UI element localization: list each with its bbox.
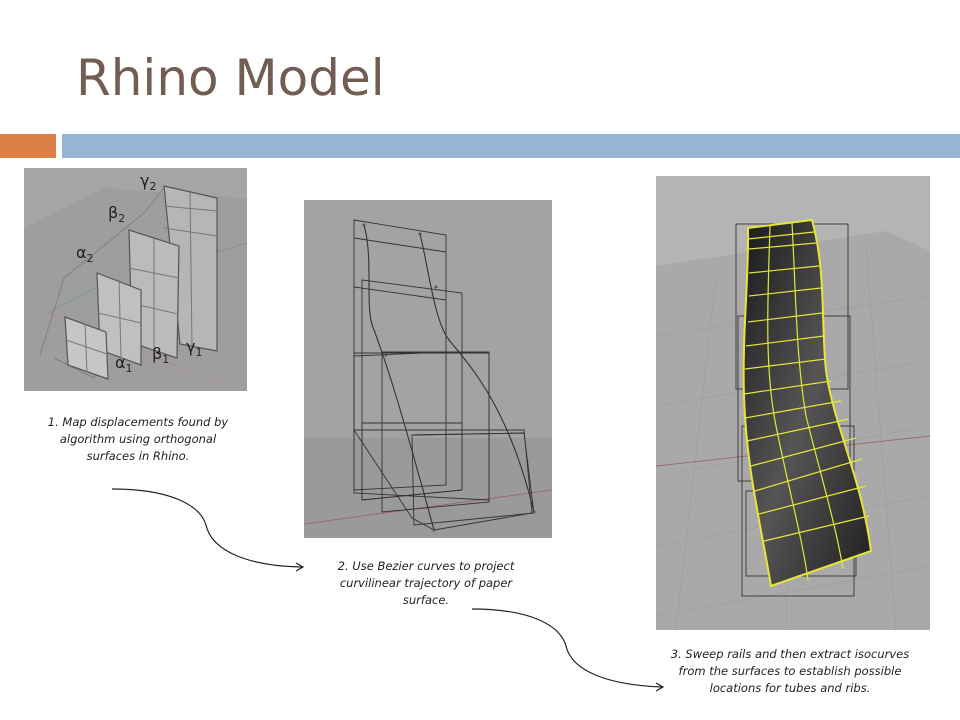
label-beta1: β1 (152, 344, 169, 366)
caption-step3: 3. Sweep rails and then extract isocurve… (670, 647, 910, 695)
accent-bar-blue (62, 134, 960, 158)
accent-bar-orange (0, 134, 56, 158)
slide-title: Rhino Model (76, 49, 385, 107)
arrow-step2-to-step3 (471, 608, 663, 688)
bezier-curves-image (304, 200, 552, 538)
label-beta2: β2 (108, 203, 125, 225)
label-alpha1: α1 (115, 353, 133, 375)
label-gamma2: γ2 (140, 171, 156, 193)
swept-surface-image (656, 176, 930, 630)
caption-step1: 1. Map displacements found by algorithm … (47, 415, 229, 463)
arrow-step1-to-step2 (111, 488, 303, 568)
label-alpha2: α2 (76, 243, 94, 265)
label-gamma1: γ1 (186, 337, 202, 359)
orthogonal-surfaces-image: γ2 β2 α2 α1 β1 γ1 (24, 168, 247, 391)
caption-step2: 2. Use Bezier curves to project curvilin… (337, 559, 515, 607)
